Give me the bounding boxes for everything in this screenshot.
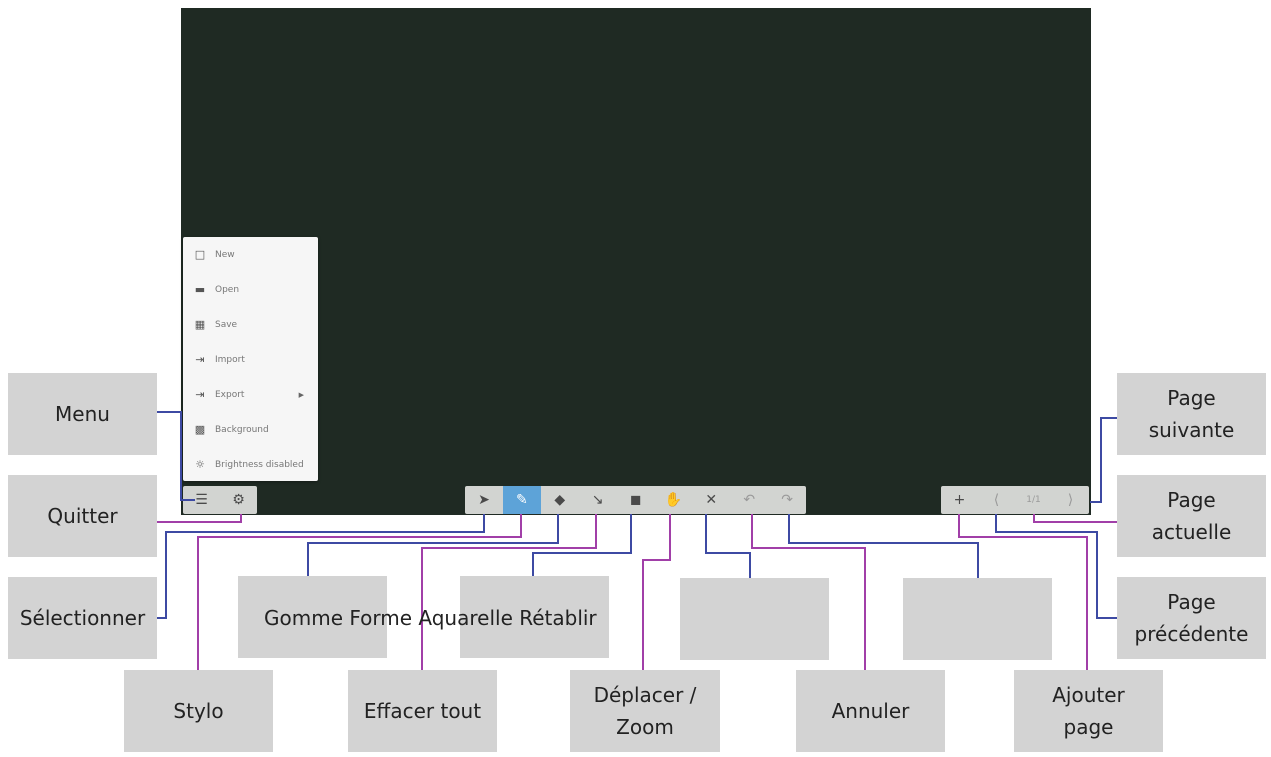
current-page-indicator: 1/1 bbox=[1026, 495, 1041, 505]
quit-button[interactable]: ⚙ bbox=[220, 486, 257, 514]
connector-deplacer bbox=[642, 514, 671, 670]
clear-all-button[interactable]: ↘ bbox=[579, 486, 617, 514]
connector-suivante bbox=[1090, 417, 1117, 503]
label-page-actuelle: Page actuelle bbox=[1117, 475, 1266, 557]
cursor-arrow-icon: ➤ bbox=[478, 492, 490, 508]
hand-icon: ✋ bbox=[664, 492, 683, 508]
label-box-forme bbox=[460, 576, 609, 658]
menu-item-label: New bbox=[215, 249, 235, 260]
folder-icon: ▬ bbox=[194, 283, 206, 296]
clear-icon: ↘ bbox=[591, 492, 604, 508]
undo-icon: ↶ bbox=[743, 492, 756, 508]
select-tool-button[interactable]: ➤ bbox=[465, 486, 503, 514]
connector-effacer bbox=[421, 514, 597, 670]
menu-item-save[interactable]: ▦ Save bbox=[183, 307, 318, 342]
redo-icon: ↷ bbox=[781, 492, 793, 508]
label-annuler: Annuler bbox=[796, 670, 945, 752]
menu-item-open[interactable]: ▬ Open bbox=[183, 272, 318, 307]
label-gomme-forme-aquarelle-retablir: Gomme Forme Aquarelle Rétablir bbox=[264, 606, 597, 630]
chevron-left-icon: ⟨ bbox=[993, 492, 1000, 508]
menu-item-new[interactable]: □ New bbox=[183, 237, 318, 272]
watercolor-tool-button[interactable]: ✕ bbox=[692, 486, 730, 514]
left-toolbar: ☰ ⚙ bbox=[183, 486, 257, 514]
menu-item-import[interactable]: ⇥ Import bbox=[183, 342, 318, 377]
menu-item-export[interactable]: ⇥ Export ▶ bbox=[183, 377, 318, 412]
pen-tool-button[interactable]: ✎ bbox=[502, 486, 541, 514]
tools-toolbar: ➤ ✎ ◆ ↘ ◼ ✋ ✕ ↶ ↷ bbox=[465, 486, 806, 514]
eraser-tool-button[interactable]: ◆ bbox=[541, 486, 579, 514]
connector-aquarelle bbox=[705, 514, 751, 578]
connector-forme bbox=[532, 514, 632, 576]
connector-ajouter bbox=[958, 514, 1088, 670]
main-menu-popup: □ New ▬ Open ▦ Save ⇥ Import ⇥ Export ▶ … bbox=[183, 237, 318, 481]
label-page-suivante: Page suivante bbox=[1117, 373, 1266, 455]
label-quitter: Quitter bbox=[8, 475, 157, 557]
connector-gomme bbox=[307, 514, 559, 576]
menu-item-label: Import bbox=[215, 354, 245, 365]
undo-button[interactable]: ↶ bbox=[730, 486, 768, 514]
background-icon: ▩ bbox=[194, 423, 206, 436]
connector-actuelle bbox=[1033, 514, 1117, 523]
label-deplacer-zoom: Déplacer / Zoom bbox=[570, 670, 720, 752]
label-stylo: Stylo bbox=[124, 670, 273, 752]
connector-menu bbox=[157, 411, 195, 501]
redo-button[interactable]: ↷ bbox=[768, 486, 806, 514]
next-page-button[interactable]: ⟩ bbox=[1052, 486, 1089, 514]
connector-retablir bbox=[788, 514, 979, 578]
menu-item-background[interactable]: ▩ Background bbox=[183, 412, 318, 447]
connector-selectionner bbox=[157, 514, 485, 619]
previous-page-button[interactable]: ⟨ bbox=[978, 486, 1015, 514]
connector-stylo bbox=[197, 514, 522, 670]
page-toolbar: + ⟨ 1/1 ⟩ bbox=[941, 486, 1089, 514]
menu-item-label: Background bbox=[215, 424, 269, 435]
import-icon: ⇥ bbox=[195, 353, 205, 366]
plus-icon: + bbox=[953, 492, 966, 508]
gear-icon: ⚙ bbox=[232, 492, 245, 508]
export-icon: ⇥ bbox=[195, 388, 205, 401]
menu-item-label: Brightness disabled bbox=[215, 459, 304, 470]
label-effacer-tout: Effacer tout bbox=[348, 670, 497, 752]
menu-button[interactable]: ☰ bbox=[183, 486, 220, 514]
menu-item-label: Save bbox=[215, 319, 238, 330]
brightness-icon: ☼ bbox=[195, 458, 205, 471]
new-file-icon: □ bbox=[194, 248, 206, 261]
label-box-gomme bbox=[238, 576, 387, 658]
pen-icon: ✎ bbox=[515, 492, 528, 508]
cross-icon: ✕ bbox=[705, 492, 718, 508]
shape-icon: ◼ bbox=[629, 492, 642, 508]
connector-annuler bbox=[751, 514, 866, 670]
chevron-right-icon: ⟩ bbox=[1067, 492, 1074, 508]
save-icon: ▦ bbox=[194, 318, 206, 331]
label-menu: Menu bbox=[8, 373, 157, 455]
connector-precedente bbox=[995, 514, 1117, 619]
label-box-aquarelle bbox=[680, 578, 829, 660]
eraser-icon: ◆ bbox=[554, 492, 566, 508]
label-selectionner: Sélectionner bbox=[8, 577, 157, 659]
whiteboard-canvas[interactable] bbox=[181, 8, 1091, 515]
menu-item-brightness[interactable]: ☼ Brightness disabled bbox=[183, 447, 318, 482]
hamburger-icon: ☰ bbox=[195, 492, 208, 508]
menu-item-label: Export bbox=[215, 389, 245, 400]
add-page-button[interactable]: + bbox=[941, 486, 978, 514]
label-ajouter-page: Ajouter page bbox=[1014, 670, 1163, 752]
submenu-arrow-icon: ▶ bbox=[298, 390, 304, 399]
pan-zoom-button[interactable]: ✋ bbox=[654, 486, 692, 514]
menu-item-label: Open bbox=[215, 284, 240, 295]
connector-quitter bbox=[157, 514, 242, 523]
label-page-precedente: Page précédente bbox=[1117, 577, 1266, 659]
label-box-retablir bbox=[903, 578, 1052, 660]
shape-tool-button[interactable]: ◼ bbox=[617, 486, 655, 514]
